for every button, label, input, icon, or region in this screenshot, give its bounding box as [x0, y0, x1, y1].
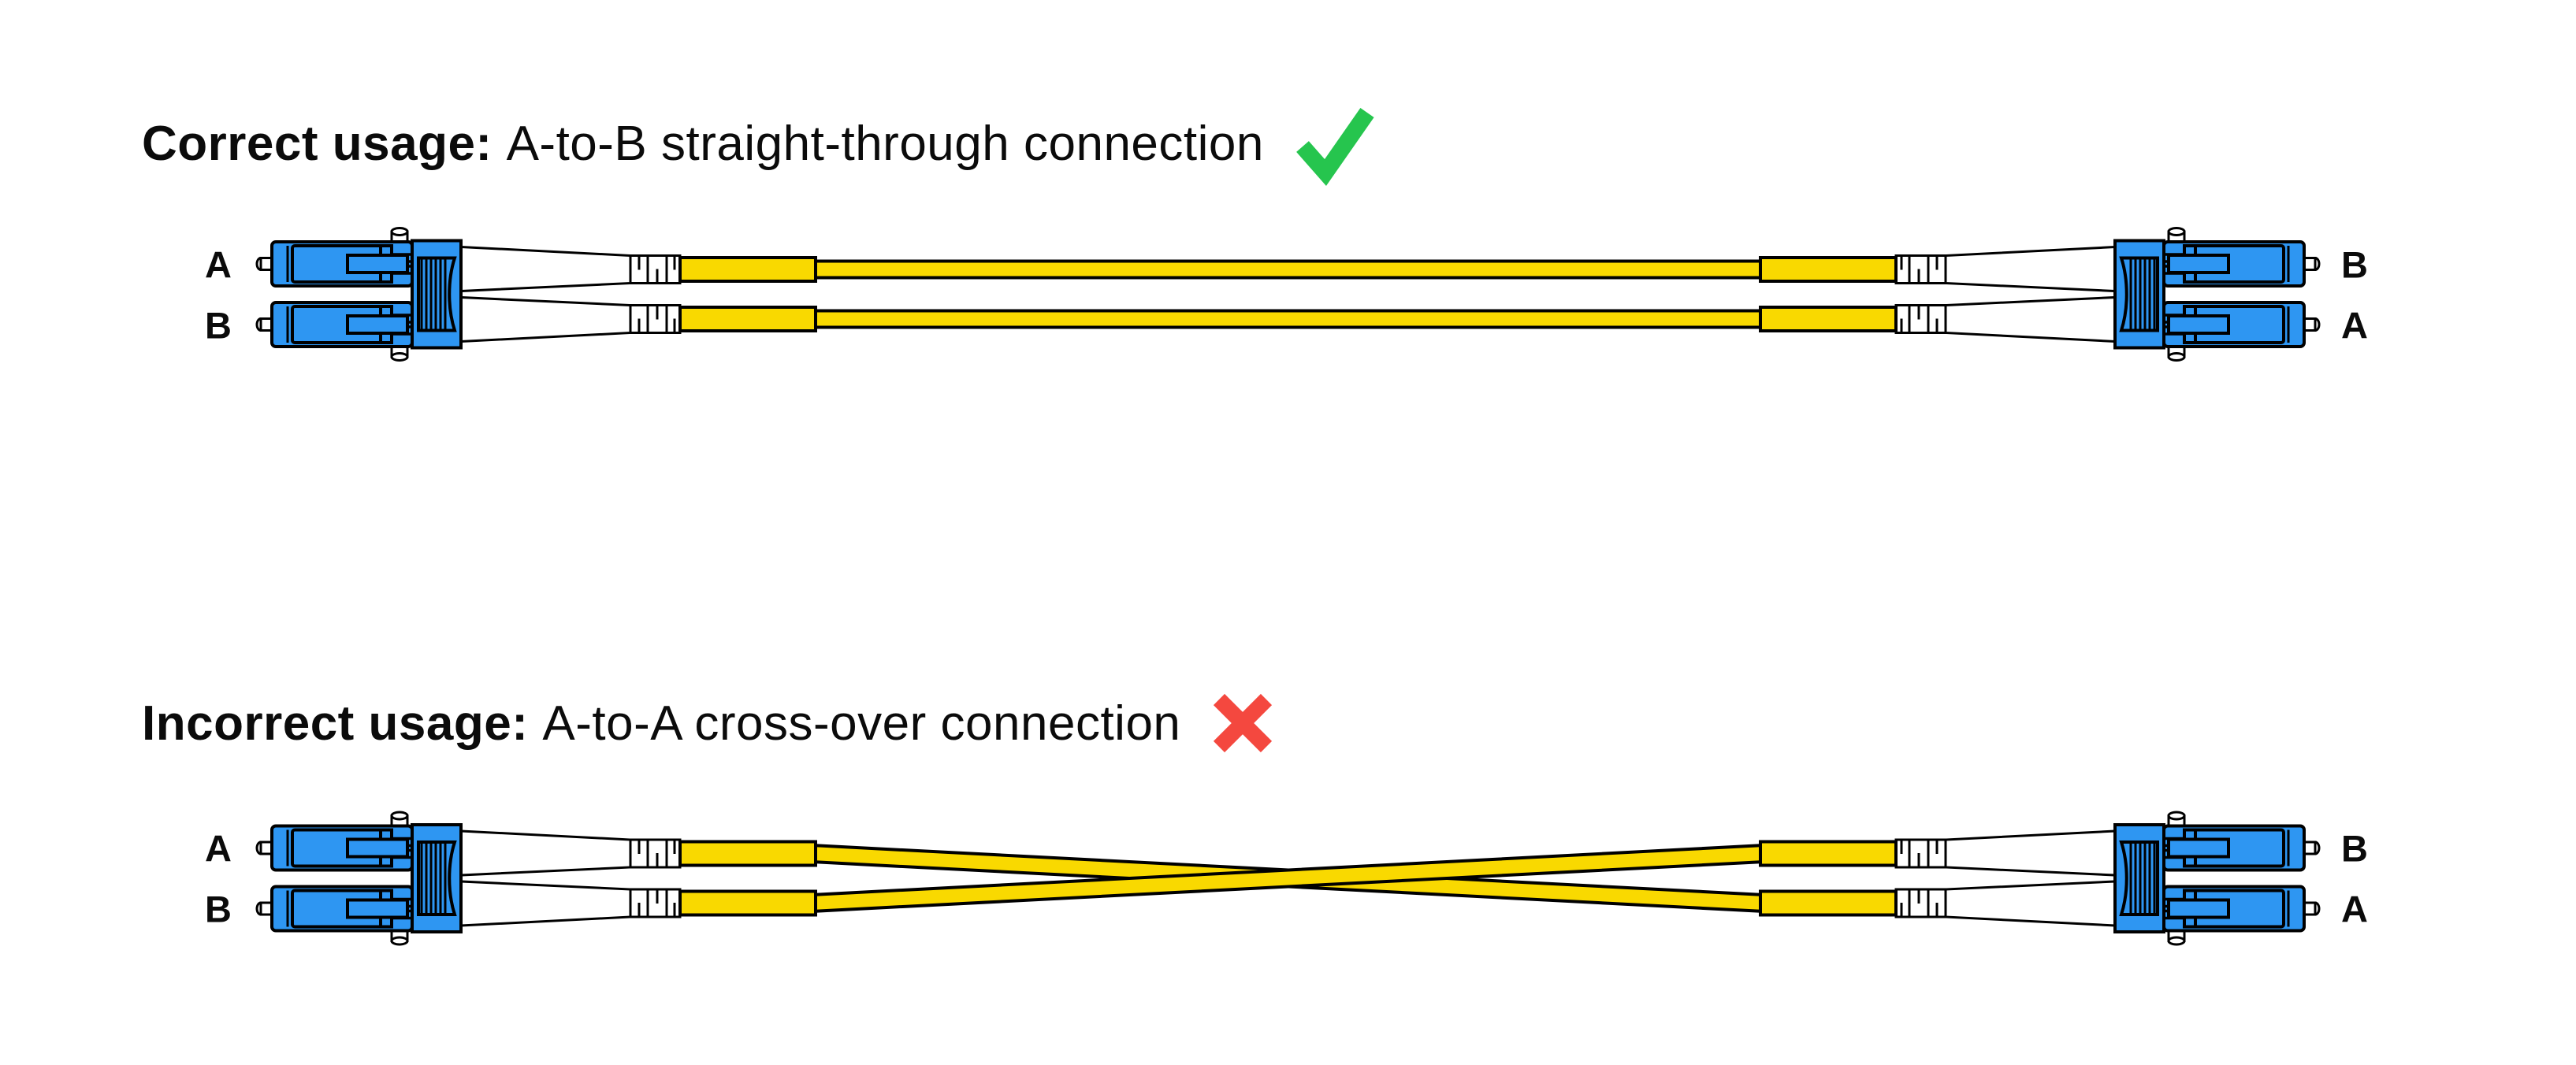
fiber-cable-top: [810, 259, 1766, 280]
left-bottom-label: B: [205, 305, 232, 347]
heading-emphasis: Correct usage:: [142, 116, 493, 171]
heading-text: A-to-A cross-over connection: [542, 696, 1181, 751]
left-top-label: A: [205, 828, 232, 870]
right-connector: [1760, 812, 2319, 944]
heading-emphasis: Incorrect usage:: [142, 696, 529, 751]
cross-over-diagram: A B B A: [205, 812, 2368, 944]
right-connector: [1760, 228, 2319, 361]
right-top-label: B: [2341, 244, 2368, 286]
right-bottom-label: A: [2341, 305, 2368, 347]
left-top-label: A: [205, 244, 232, 286]
right-top-label: B: [2341, 828, 2368, 870]
incorrect-usage-heading: Incorrect usage: A-to-A cross-over conne…: [142, 681, 1277, 766]
left-connector: [257, 228, 816, 361]
fiber-cable-bottom: [810, 309, 1766, 329]
left-bottom-label: B: [205, 889, 232, 930]
check-icon: [1295, 107, 1374, 186]
heading-text: A-to-B straight-through connection: [506, 116, 1264, 171]
right-bottom-label: A: [2341, 889, 2368, 930]
correct-usage-heading: Correct usage: A-to-B straight-through c…: [142, 101, 1377, 186]
cross-icon: [1214, 693, 1273, 753]
straight-through-diagram: A B B A: [205, 228, 2368, 361]
left-connector: [257, 812, 816, 944]
